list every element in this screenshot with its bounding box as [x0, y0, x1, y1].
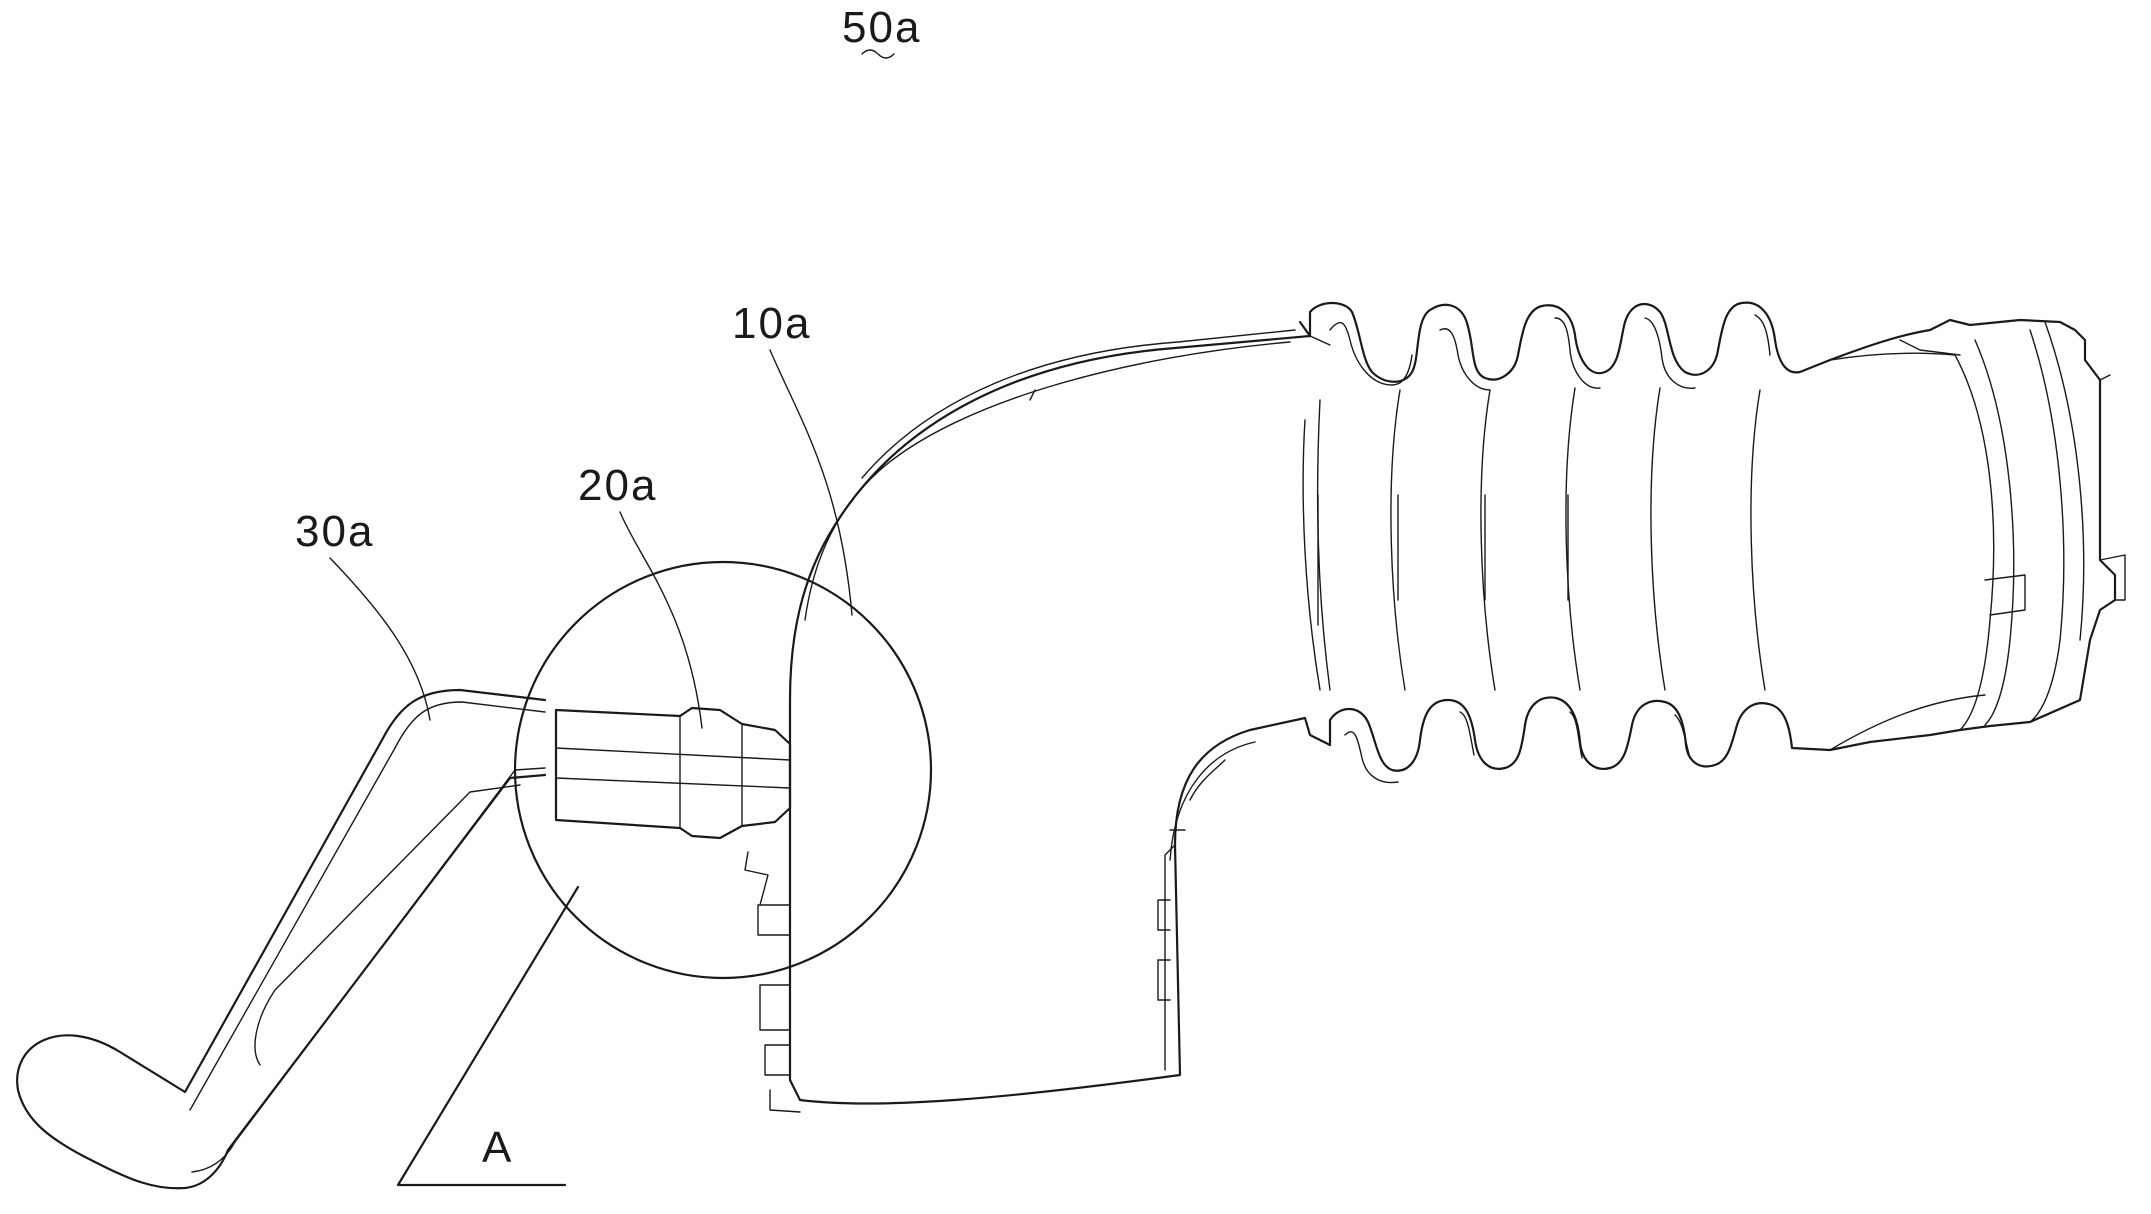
- label-20a: 20a: [578, 461, 657, 510]
- leader-A: [396, 885, 580, 1187]
- label-50a-tilde: [861, 49, 895, 59]
- leader-20a: [619, 511, 703, 729]
- label-50a: 50a: [842, 3, 921, 52]
- detail-circle-a: [513, 560, 933, 980]
- bellows-section: [1302, 301, 1832, 784]
- end-coupling: [1828, 318, 2126, 752]
- leader-30a: [329, 557, 431, 721]
- elbow-body-10a: [744, 320, 1332, 1113]
- label-10a: 10a: [732, 299, 811, 348]
- label-A: A: [482, 1123, 513, 1172]
- connector-20a: [554, 706, 792, 840]
- hook-pipe-30a: [16, 688, 547, 1190]
- leader-10a: [769, 349, 853, 616]
- label-30a: 30a: [295, 507, 374, 556]
